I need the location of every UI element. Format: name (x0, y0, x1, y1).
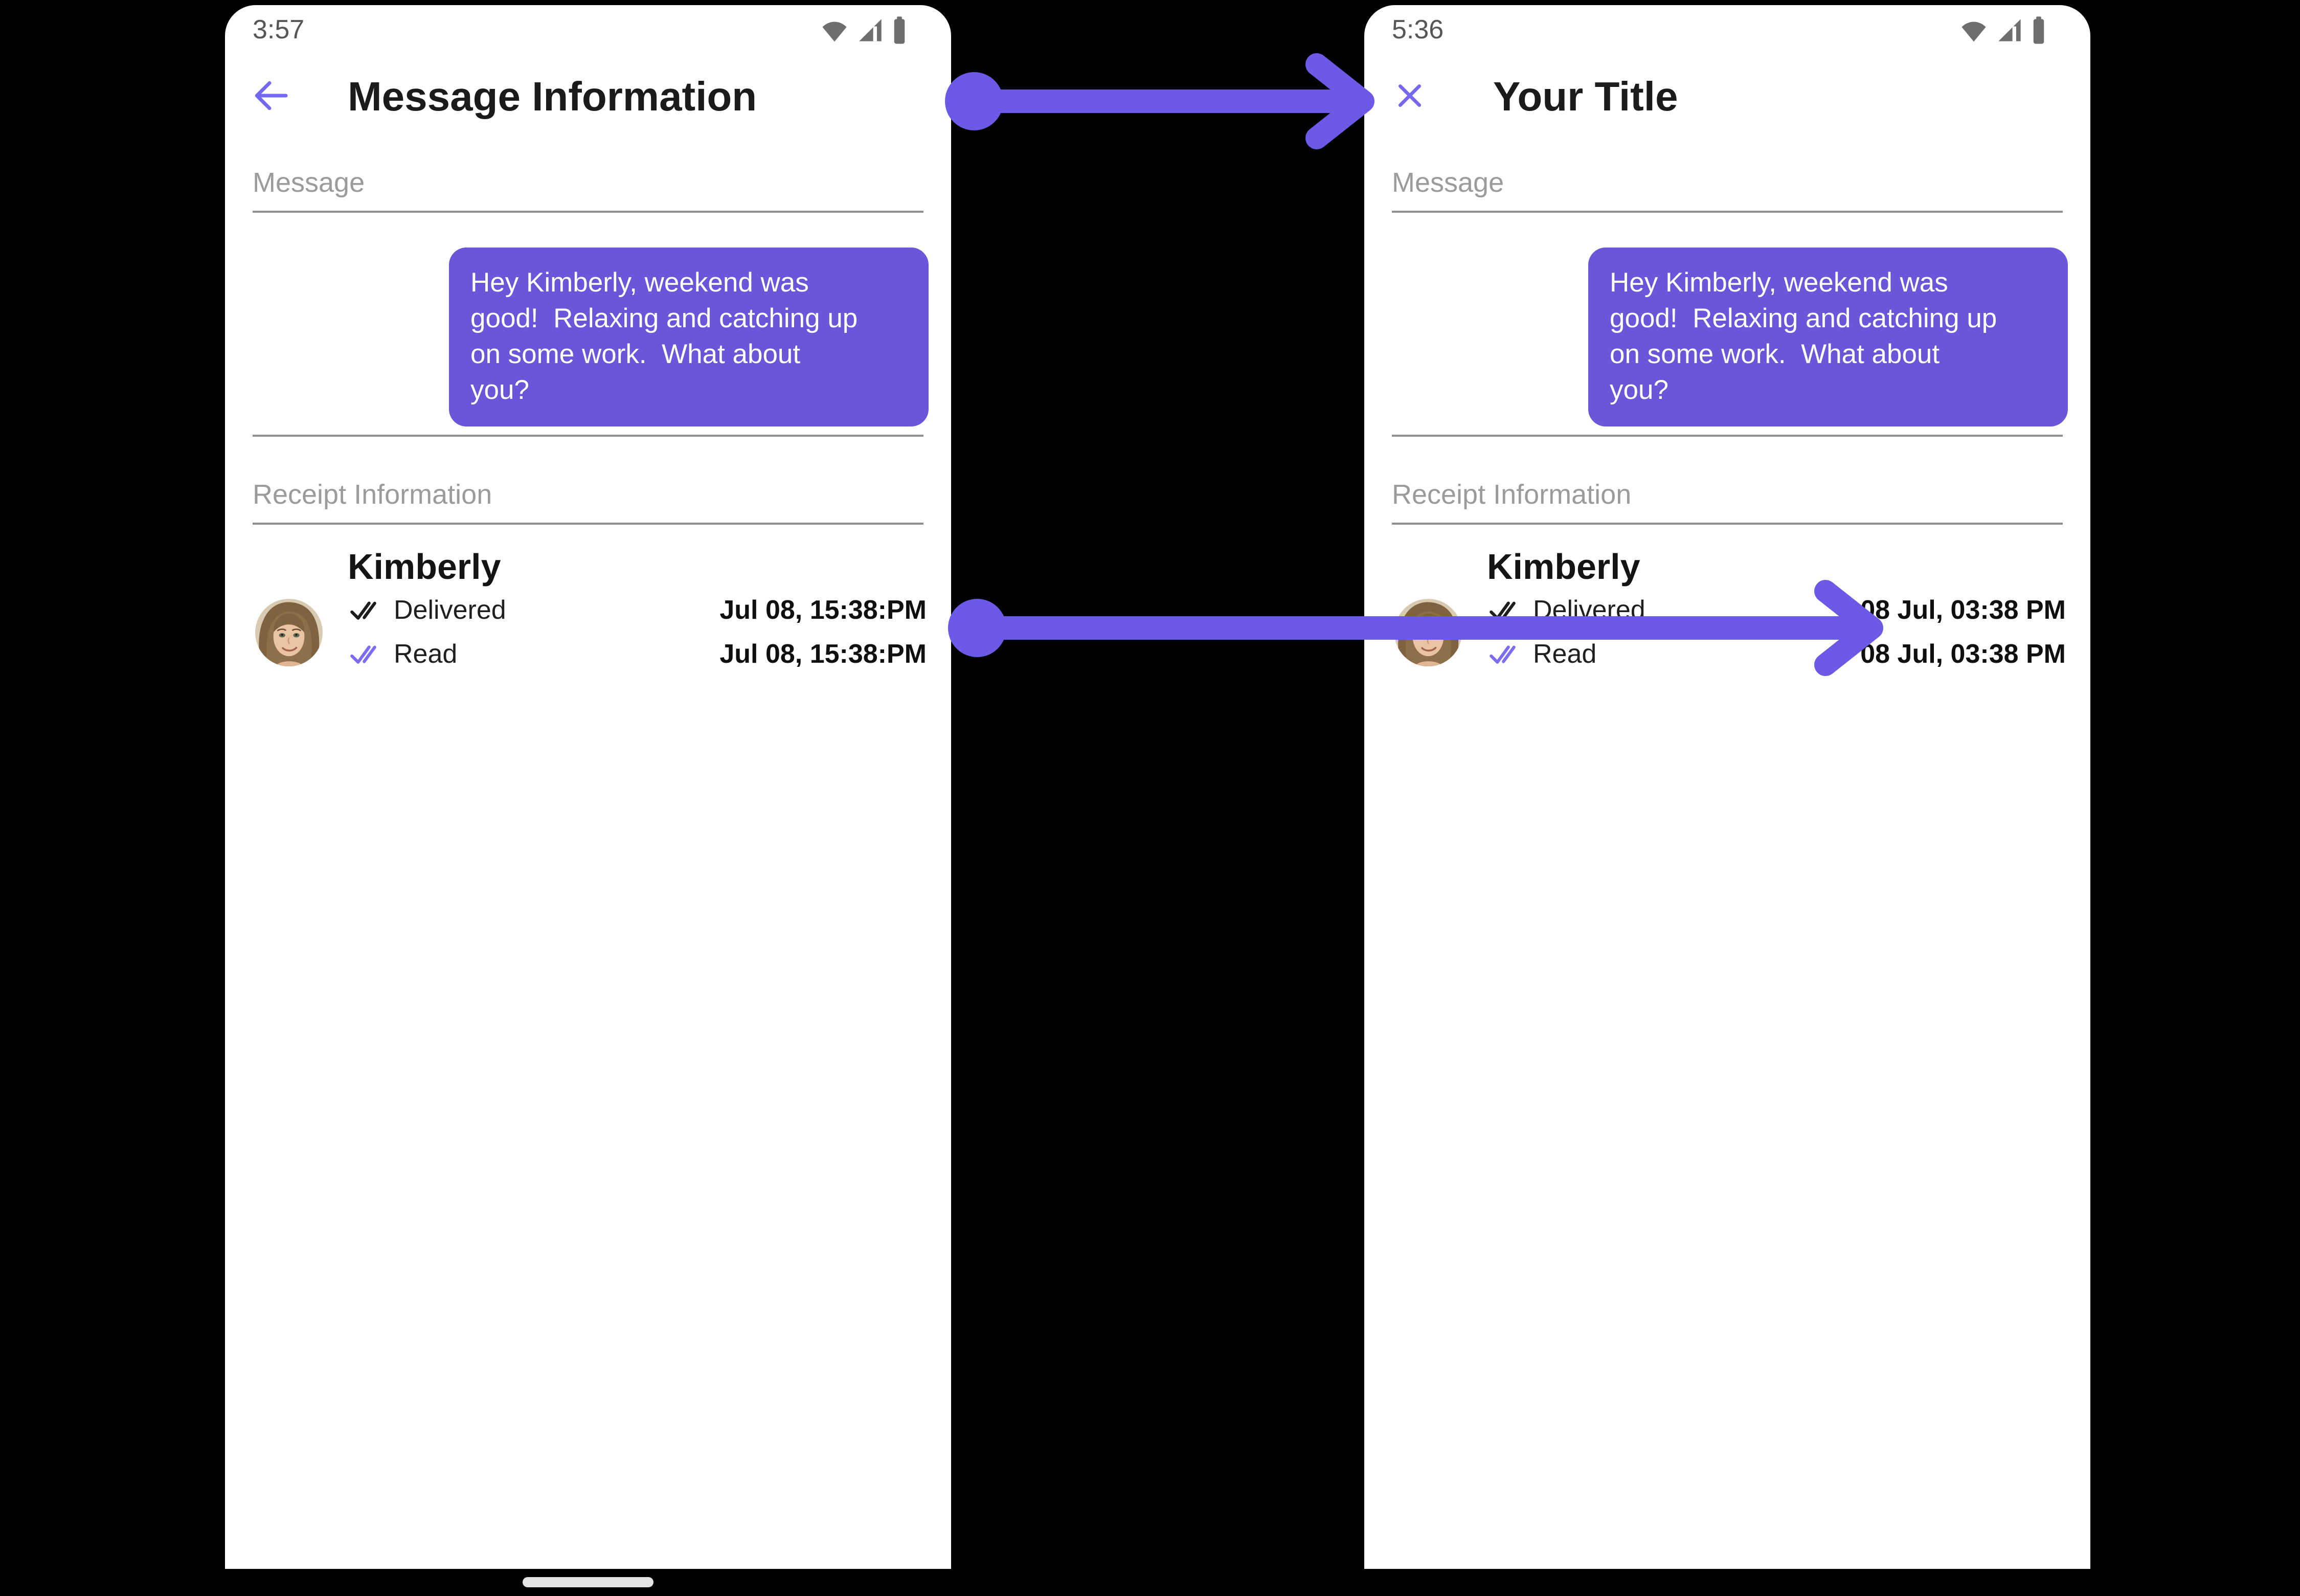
divider (1392, 523, 2063, 525)
status-bar-time: 3:57 (253, 15, 305, 44)
status-label: Delivered (394, 595, 506, 625)
section-label-receipt: Receipt Information (1392, 479, 1632, 510)
divider (253, 211, 923, 213)
divider (253, 523, 923, 525)
status-label: Read (394, 639, 458, 669)
status-bar-time: 5:36 (1392, 15, 1444, 44)
contact-name: Kimberly (348, 547, 501, 587)
battery-icon (892, 15, 907, 45)
close-button[interactable] (1393, 79, 1426, 112)
back-button[interactable] (250, 75, 291, 116)
message-bubble: Hey Kimberly, weekend was good! Relaxing… (1588, 248, 2068, 426)
divider (1392, 435, 2063, 437)
delivered-row: Delivered 08 Jul, 03:38 PM (1364, 596, 2090, 625)
read-double-check-icon (1489, 640, 1518, 668)
status-label: Delivered (1533, 595, 1645, 625)
divider (253, 435, 923, 437)
contact-name: Kimberly (1487, 547, 1640, 587)
delivered-double-check-icon (1489, 596, 1518, 624)
read-double-check-icon (350, 640, 378, 668)
battery-icon (2031, 15, 2046, 45)
status-bar-icons (1959, 15, 2046, 45)
page-title: Your Title (1493, 74, 1678, 119)
phone-screen-before: 3:57 Message Information Message Hey Kim… (225, 5, 951, 1569)
section-label-receipt: Receipt Information (253, 479, 492, 510)
message-text-line: you? (470, 375, 529, 405)
status-timestamp: Jul 08, 15:38:PM (719, 595, 927, 625)
wifi-icon (820, 16, 849, 44)
page-title: Message Information (348, 74, 757, 119)
divider (1392, 211, 2063, 213)
signal-icon (857, 17, 884, 43)
home-indicator[interactable] (523, 1577, 653, 1587)
signal-icon (1996, 17, 2023, 43)
read-row: Read Jul 08, 15:38:PM (225, 640, 951, 669)
status-timestamp: 08 Jul, 03:38 PM (1860, 639, 2066, 669)
delivered-double-check-icon (350, 596, 378, 624)
delivered-row: Delivered Jul 08, 15:38:PM (225, 596, 951, 625)
header-change-arrow (945, 53, 1374, 149)
status-label: Read (1533, 639, 1597, 669)
section-label-message: Message (253, 167, 365, 198)
phone-screen-after: 5:36 Your Title Message Hey Kimberly, we… (1364, 5, 2090, 1569)
wifi-icon (1959, 16, 1988, 44)
message-text-line: Hey Kimberly, weekend was (470, 267, 809, 298)
message-text-line: on some work. What about (470, 339, 801, 369)
avatar (255, 599, 323, 666)
arrow-left-icon (255, 81, 288, 110)
read-row: Read 08 Jul, 03:38 PM (1364, 640, 2090, 669)
message-text-line: on some work. What about (1610, 339, 1940, 369)
section-label-message: Message (1392, 167, 1504, 198)
message-text-line: good! Relaxing and catching up (470, 303, 858, 333)
message-text-line: good! Relaxing and catching up (1610, 303, 1997, 333)
message-text-line: Hey Kimberly, weekend was (1610, 267, 1948, 298)
status-bar-icons (820, 15, 907, 45)
status-timestamp: Jul 08, 15:38:PM (719, 639, 927, 669)
message-bubble: Hey Kimberly, weekend was good! Relaxing… (449, 248, 929, 426)
close-x-icon (1399, 84, 1421, 107)
status-timestamp: 08 Jul, 03:38 PM (1860, 595, 2066, 625)
message-text-line: you? (1610, 375, 1668, 405)
